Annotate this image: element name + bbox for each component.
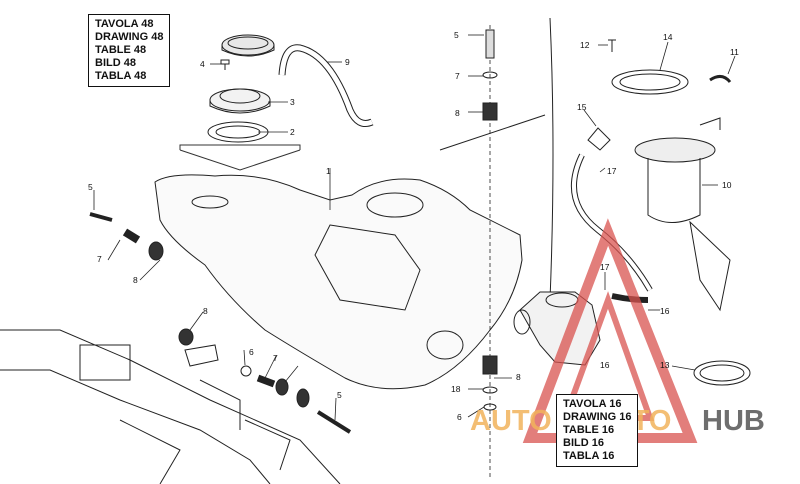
flange-part (209, 88, 271, 114)
grommet-part (148, 241, 164, 261)
screw-part-2 (608, 39, 616, 52)
callout-1: 1 (326, 166, 331, 176)
reference-box-drawing-48: TAVOLA 48 DRAWING 48 TABLE 48 BILD 48 TA… (88, 14, 171, 87)
callout-17-lower: 17 (600, 262, 610, 272)
washer-part (240, 365, 252, 377)
callout-10: 10 (722, 180, 732, 190)
fuel-pump-part (634, 117, 731, 312)
callout-9: 9 (345, 57, 350, 67)
reference-box-drawing-16: TAVOLA 16 DRAWING 16 TABLE 16 BILD 16 TA… (556, 394, 639, 467)
callout-5-bottom: 5 (337, 390, 342, 400)
callout-5-left: 5 (88, 182, 93, 192)
fuel-cap-part (221, 34, 275, 57)
tank-recess (426, 330, 464, 360)
section-divider (549, 17, 554, 301)
callout-17-upper: 17 (607, 166, 617, 176)
ref-16-line-4: BILD 16 (563, 437, 604, 449)
leader-line (439, 114, 546, 151)
frame (0, 329, 341, 484)
tank-filler-opening (191, 195, 229, 209)
ref-16-line-1: TAVOLA 16 (563, 398, 622, 410)
callout-16-right: 16 (660, 306, 670, 316)
callout-7-top: 7 (455, 71, 460, 81)
callout-14: 14 (663, 32, 673, 42)
fuel-hose-inner (572, 154, 652, 291)
ref-16-line-3: TABLE 16 (563, 424, 615, 436)
bolt-part-2 (316, 410, 352, 434)
watermark-part1: AUTO (470, 405, 552, 437)
callout-2: 2 (290, 127, 295, 137)
ref-16-line-5: TABLA 16 (563, 450, 615, 462)
ref-48-line-2: DRAWING 48 (95, 31, 164, 43)
grommet-part-4 (296, 388, 310, 408)
bolt-part-3 (485, 29, 495, 59)
clip-part (709, 75, 732, 84)
ref-48-line-1: TAVOLA 48 (95, 18, 154, 30)
callout-13: 13 (660, 360, 670, 370)
ref-48-line-4: BILD 48 (95, 57, 136, 69)
ref-48-line-3: TABLE 48 (95, 44, 147, 56)
callout-15: 15 (577, 102, 587, 112)
washer-part-3 (482, 386, 498, 394)
spacer-part (122, 228, 141, 244)
ref-48-line-5: TABLA 48 (95, 70, 147, 82)
fuel-tank (154, 174, 523, 390)
callout-6-left: 6 (249, 347, 254, 357)
ref-16-line-2: DRAWING 16 (563, 411, 632, 423)
bolt-part (89, 212, 113, 222)
grommet-part-2 (178, 328, 194, 346)
callout-12: 12 (580, 40, 590, 50)
tank-pump-opening (366, 192, 424, 218)
spacer-part-2 (256, 374, 276, 388)
callout-4: 4 (200, 59, 205, 69)
callout-3: 3 (290, 97, 295, 107)
vent-hose-inner (279, 45, 373, 126)
inset-bracket (179, 144, 301, 171)
washer-part-2 (482, 71, 498, 79)
fitting-part (587, 127, 611, 151)
callout-11: 11 (730, 47, 739, 57)
lock-ring-part (611, 69, 689, 95)
screw-part (220, 59, 230, 70)
grommet-part-3 (275, 378, 289, 396)
seal-part-inner (699, 364, 745, 382)
callout-8-top: 8 (455, 108, 460, 118)
callout-18: 18 (451, 384, 461, 394)
grommet-part-5 (482, 102, 498, 121)
seal-part (693, 360, 751, 386)
grommet-part-6 (482, 355, 498, 375)
tank-panel (314, 224, 421, 311)
callout-leaders (93, 34, 736, 421)
callout-6-right: 6 (457, 412, 462, 422)
callout-8-left: 8 (133, 275, 138, 285)
callout-8-mid: 8 (203, 306, 208, 316)
lock-ring-inner (619, 73, 681, 91)
callout-8-right: 8 (516, 372, 521, 382)
callout-5-top: 5 (454, 30, 459, 40)
callout-7-mid: 7 (273, 353, 278, 363)
callout-7-left: 7 (97, 254, 102, 264)
watermark-part3: HUB (702, 405, 765, 437)
vent-hose (278, 44, 374, 127)
